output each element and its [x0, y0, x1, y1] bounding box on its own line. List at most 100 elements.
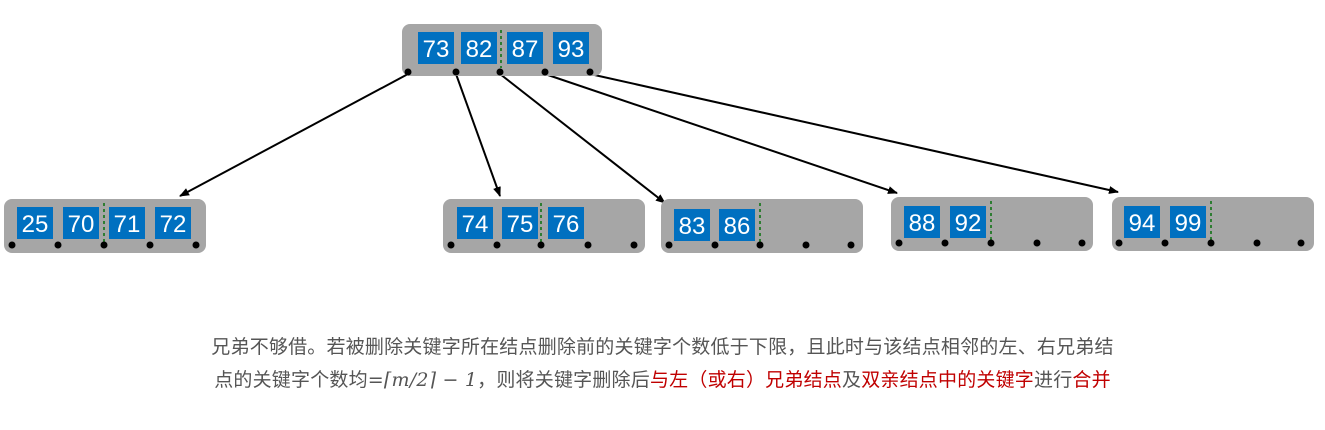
root-node: 73 82 87 93: [402, 24, 602, 76]
child-1-key-4-box: [155, 207, 191, 239]
child-2-pointer-dot: [584, 241, 592, 249]
caption-line-2-part-f: 进行: [1034, 369, 1073, 391]
edge-root-to-child-5: [589, 73, 1119, 194]
root-key-2: 82: [461, 32, 497, 64]
root-key-1: 73: [418, 32, 454, 64]
child-2-key-3-box: [548, 207, 584, 239]
child-4-key-1-label: 88: [909, 210, 936, 237]
child-node-4-bg: [891, 197, 1093, 251]
child-node-5: 94 99: [1112, 197, 1314, 251]
caption-line-2-part-b: ，则将关键字删除后: [477, 369, 650, 391]
child-4-pointer-dot: [895, 239, 903, 247]
root-pointer-dot: [496, 68, 504, 76]
child-1-key-1-box: [17, 207, 53, 239]
caption-formula: ⌈m/2⌉ − 1: [383, 369, 478, 391]
child-3-key-2-box: [719, 209, 755, 241]
root-key-1-box: [418, 32, 454, 64]
edge-root-to-child-1: [179, 73, 409, 197]
child-2-key-2-label: 75: [507, 211, 534, 238]
root-key-2-box: [461, 32, 497, 64]
root-pointer-dot: [586, 68, 594, 76]
edge-root-to-child-2: [455, 73, 501, 197]
child-2-pointer-dot: [447, 241, 455, 249]
child-1-pointer-dot: [8, 241, 16, 249]
child-2-key-1: 74: [457, 207, 493, 239]
child-5-key-1-label: 94: [1129, 210, 1156, 237]
child-node-3-bg: [661, 199, 863, 253]
child-1-key-4-label: 72: [160, 211, 187, 238]
child-2-key-2: 75: [502, 207, 538, 239]
child-2-key-3-label: 76: [553, 211, 580, 238]
child-3-key-1-label: 83: [679, 213, 706, 240]
child-node-1: 25 70 71 72: [4, 199, 206, 253]
child-1-key-2-label: 70: [68, 211, 95, 238]
child-1-key-1-label: 25: [22, 211, 49, 238]
caption-highlight-sibling: 与左（或右）兄弟结点: [649, 369, 842, 391]
child-4-pointer-dot: [1078, 239, 1086, 247]
child-5-pointer-dot: [1115, 239, 1123, 247]
root-key-4: 93: [553, 32, 589, 64]
child-5-key-1: 94: [1124, 206, 1160, 238]
caption-line-2-part-d: 及: [841, 369, 862, 391]
child-1-pointer-dot: [192, 241, 200, 249]
root-key-2-label: 82: [466, 36, 493, 63]
root-pointer-dot: [541, 68, 549, 76]
child-5-key-2-label: 99: [1175, 210, 1202, 237]
tree-edges: [179, 73, 1119, 204]
caption-line-1: 兄弟不够借。若被删除关键字所在结点删除前的关键字个数低于下限，且此时与该结点相邻…: [0, 333, 1325, 361]
child-1-pointer-dot: [146, 241, 154, 249]
child-3-pointer-dot: [665, 241, 673, 249]
root-key-1-label: 73: [423, 36, 450, 63]
child-4-key-2-label: 92: [955, 210, 982, 237]
child-3-key-2: 86: [719, 209, 755, 241]
caption-line-2: 点的关键字个数均=⌈m/2⌉ − 1，则将关键字删除后与左（或右）兄弟结点及双亲…: [0, 366, 1325, 394]
child-3-key-1-box: [674, 209, 710, 241]
child-1-key-3: 71: [109, 207, 145, 239]
root-key-3-label: 87: [512, 36, 539, 63]
child-3-key-1: 83: [674, 209, 710, 241]
child-5-pointer-dot: [1253, 239, 1261, 247]
root-key-4-label: 93: [558, 36, 585, 63]
child-3-key-2-label: 86: [724, 213, 751, 240]
edge-root-to-child-4: [544, 73, 898, 194]
child-4-key-2-box: [950, 206, 986, 238]
b-tree-diagram: 73 82 87 93 25 70: [4, 24, 1314, 253]
child-1-key-2: 70: [63, 207, 99, 239]
child-3-pointer-dot: [711, 241, 719, 249]
child-2-pointer-dot: [537, 241, 545, 249]
child-5-key-2: 99: [1170, 206, 1206, 238]
child-1-key-3-label: 71: [114, 211, 141, 238]
child-node-2-bg: [443, 199, 645, 253]
child-node-4: 88 92: [891, 197, 1093, 251]
root-key-3-box: [507, 32, 543, 64]
root-key-4-box: [553, 32, 589, 64]
child-1-key-4: 72: [155, 207, 191, 239]
child-node-3: 83 86: [661, 199, 863, 253]
child-5-key-1-box: [1124, 206, 1160, 238]
child-node-2: 74 75 76: [443, 199, 645, 253]
child-2-key-1-box: [457, 207, 493, 239]
child-2-key-1-label: 74: [462, 211, 489, 238]
child-2-pointer-dot: [630, 241, 638, 249]
child-5-pointer-dot: [1161, 239, 1169, 247]
child-4-pointer-dot: [1033, 239, 1041, 247]
caption-highlight-merge: 合并: [1072, 369, 1111, 391]
child-1-key-2-box: [63, 207, 99, 239]
root-pointer-dot: [404, 68, 412, 76]
child-node-5-bg: [1112, 197, 1314, 251]
edge-root-to-child-3: [499, 73, 666, 204]
child-2-pointer-dot: [493, 241, 501, 249]
child-4-key-1-box: [904, 206, 940, 238]
child-3-pointer-dot: [802, 241, 810, 249]
child-4-key-1: 88: [904, 206, 940, 238]
caption-highlight-parent: 双亲结点中的关键字: [861, 369, 1034, 391]
child-3-pointer-dot: [847, 241, 855, 249]
root-pointer-dot: [452, 68, 460, 76]
caption-line-1-text: 兄弟不够借。若被删除关键字所在结点删除前的关键字个数低于下限，且此时与该结点相邻…: [211, 336, 1114, 358]
root-key-3: 87: [507, 32, 543, 64]
child-4-key-2: 92: [950, 206, 986, 238]
child-2-key-3: 76: [548, 207, 584, 239]
child-1-pointer-dot: [100, 241, 108, 249]
child-5-key-2-box: [1170, 206, 1206, 238]
child-5-pointer-dot: [1297, 239, 1305, 247]
